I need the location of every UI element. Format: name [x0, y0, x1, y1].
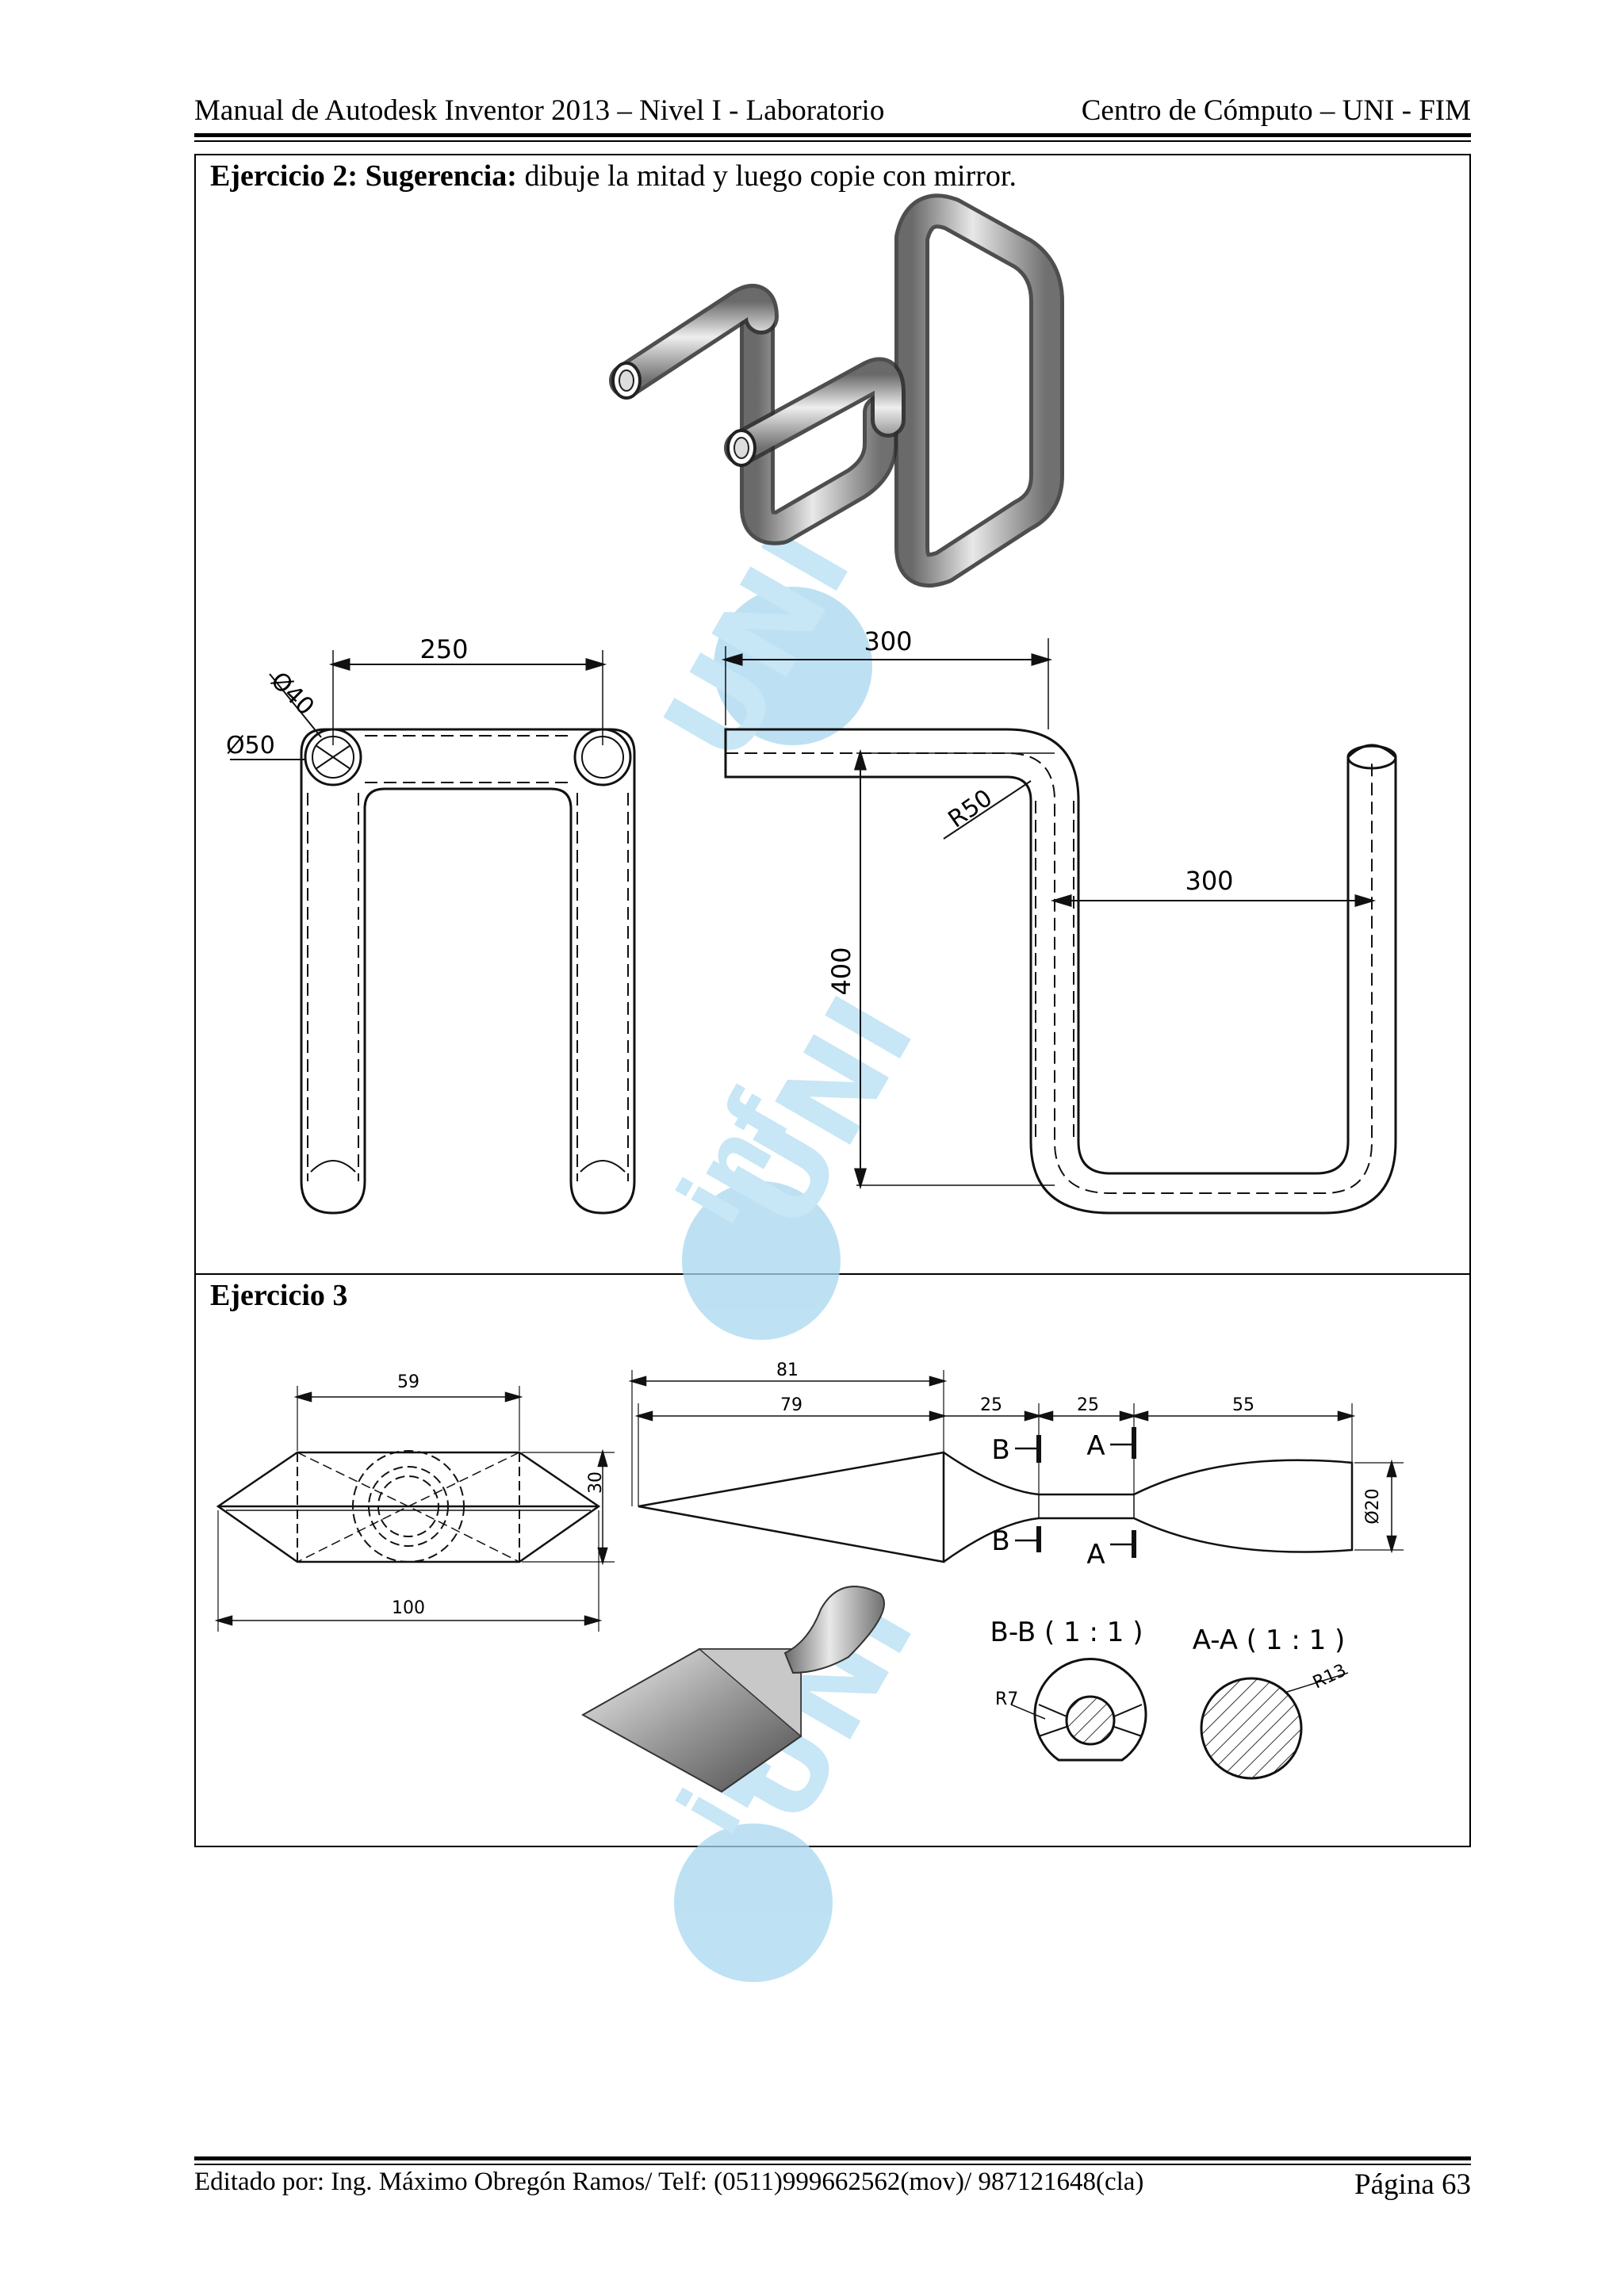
dim-r50: R50 — [944, 784, 998, 834]
exercise3-title: Ejercicio 3 — [210, 1278, 347, 1313]
section-bb-view — [1010, 1658, 1147, 1762]
dim-25b: 25 — [1077, 1395, 1099, 1415]
section-mark-b-bottom: B — [991, 1525, 1009, 1557]
dim-79: 79 — [780, 1395, 802, 1415]
dim-25a: 25 — [980, 1395, 1002, 1415]
section-bb-title: B-B ( 1 : 1 ) — [990, 1617, 1143, 1648]
dim-300-top: 300 — [864, 626, 912, 656]
page-number: Página 63 — [1354, 2168, 1471, 2201]
dim-100: 100 — [392, 1598, 425, 1618]
section-mark-a-top: A — [1086, 1430, 1105, 1462]
footer-rule — [194, 2156, 1471, 2160]
dim-250: 250 — [419, 634, 468, 664]
dim-55: 55 — [1232, 1395, 1254, 1415]
header-right: Centro de Cómputo – UNI - FIM — [1081, 94, 1471, 127]
pipe-side-view — [721, 638, 1397, 1215]
footer-rule-thin — [194, 2164, 1471, 2165]
dim-30: 30 — [586, 1471, 606, 1494]
watermark-2: UNI inf — [659, 975, 941, 1340]
dim-r7: R7 — [995, 1689, 1018, 1709]
section-aa-title: A-A ( 1 : 1 ) — [1193, 1624, 1346, 1656]
exercise2-title: Ejercicio 2: Sugerencia: dibuje la mitad… — [210, 159, 1017, 193]
dim-r13: R13 — [1310, 1660, 1350, 1693]
header-rule-thin — [194, 140, 1471, 142]
trowel-3d-view — [580, 1586, 885, 1793]
section-mark-a-bottom: A — [1086, 1539, 1105, 1571]
exercise2-label: Ejercicio 2: — [210, 159, 358, 193]
page-header: Manual de Autodesk Inventor 2013 – Nivel… — [194, 94, 1471, 133]
dim-81: 81 — [776, 1360, 799, 1380]
section-aa-view — [1200, 1672, 1349, 1780]
trowel-side-view — [628, 1370, 1404, 1563]
dim-300-bottom: 300 — [1185, 866, 1233, 896]
dim-dia50: Ø50 — [226, 732, 275, 760]
pipe-front-view — [230, 650, 636, 1215]
dim-dia20: Ø20 — [1363, 1488, 1383, 1524]
dim-59: 59 — [397, 1372, 419, 1392]
exercise3-label: Ejercicio 3 — [210, 1279, 348, 1312]
dim-400: 400 — [826, 947, 856, 995]
exercise2-hint-label: Sugerencia: — [365, 159, 517, 193]
trowel-top-view — [214, 1386, 615, 1632]
dim-dia40: Ø40 — [265, 667, 319, 721]
pipe-3d-view — [609, 193, 1064, 587]
footer-left: Editado por: Ing. Máximo Obregón Ramos/ … — [194, 2168, 1144, 2196]
exercise2-hint-text: dibuje la mitad y luego copie con mirror… — [524, 159, 1017, 193]
header-left: Manual de Autodesk Inventor 2013 – Nivel… — [194, 94, 885, 127]
header-rule — [194, 133, 1471, 137]
watermark-1: UNI — [638, 507, 878, 785]
section-mark-b-top: B — [991, 1434, 1009, 1466]
